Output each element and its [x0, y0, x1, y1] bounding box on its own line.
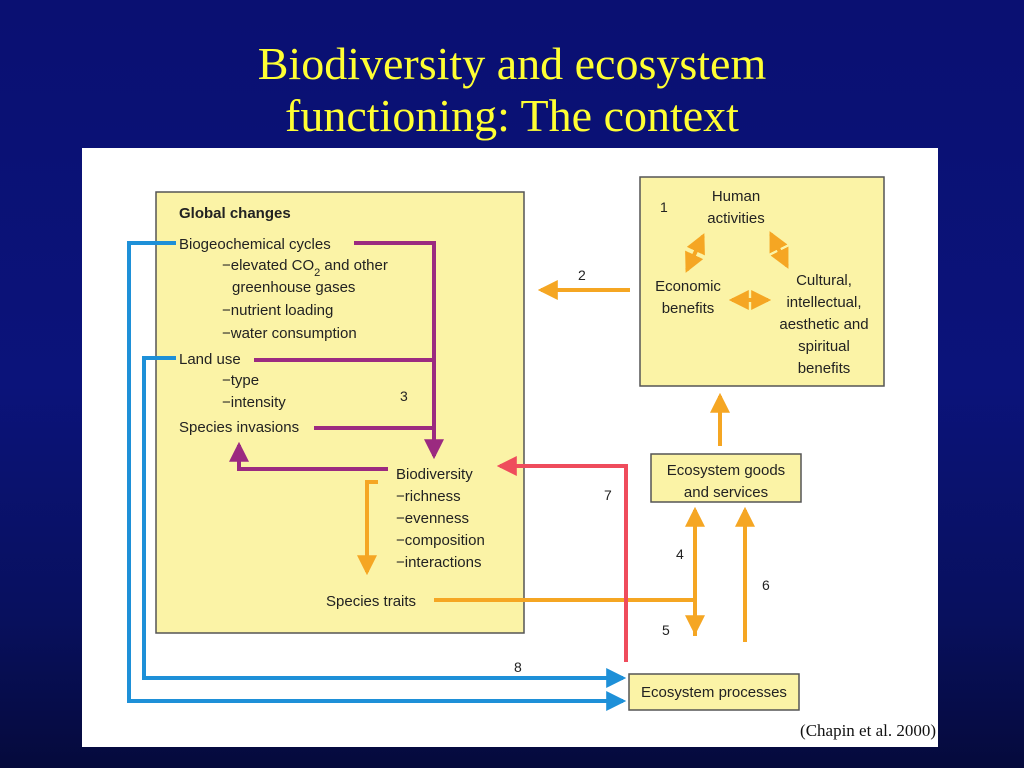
- pathway-number-6: 6: [762, 577, 770, 593]
- co2-prefix: −elevated CO: [222, 257, 314, 274]
- human-line-1: Human: [712, 188, 760, 205]
- economic-line-2: benefits: [662, 300, 715, 317]
- cultural-line-1: Cultural,: [796, 272, 852, 289]
- ecosystem-processes-box: [628, 673, 800, 711]
- elevated-co2-label: −elevated CO2 and other: [222, 257, 388, 279]
- cultural-line-3: aesthetic and: [779, 316, 868, 333]
- cultural-line-2: intellectual,: [786, 294, 861, 311]
- pathway-number-2: 2: [578, 267, 586, 283]
- global-changes-box: [155, 191, 525, 634]
- biogeochemical-cycles-label: Biogeochemical cycles: [179, 236, 331, 253]
- water-consumption-label: −water consumption: [222, 325, 357, 342]
- arrow-landuse-to-processes: [142, 356, 627, 688]
- title-line-2: functioning: The context: [285, 90, 739, 141]
- goods-line-2: and services: [684, 484, 768, 501]
- species-traits-label: Species traits: [326, 593, 416, 610]
- biodiversity-label: Biodiversity: [396, 466, 473, 483]
- goods-line-1: Ecosystem goods: [667, 462, 785, 479]
- cultural-line-5: benefits: [798, 360, 851, 377]
- evenness-label: −evenness: [396, 510, 469, 527]
- diagram-canvas: Global changes Biogeochemical cycles −el…: [127, 176, 885, 711]
- citation: (Chapin et al. 2000): [800, 721, 936, 740]
- composition-label: −composition: [396, 532, 485, 549]
- nutrient-loading-label: −nutrient loading: [222, 302, 333, 319]
- interactions-label: −interactions: [396, 554, 481, 571]
- arrow-biodiversity-to-traits: [357, 480, 378, 576]
- co2-subscript: 2: [314, 267, 320, 279]
- pathway-number-7: 7: [604, 487, 612, 503]
- intensity-label: −intensity: [222, 394, 286, 411]
- human-line-2: activities: [707, 210, 765, 227]
- land-use-label: Land use: [179, 351, 241, 368]
- ecosystem-processes-label: Ecosystem processes: [641, 684, 787, 701]
- figure-panel: Global changes Biogeochemical cycles −el…: [82, 148, 938, 747]
- global-changes-heading: Global changes: [179, 205, 291, 222]
- arrow-7-processes-to-biodiversity: [496, 456, 628, 662]
- species-invasions-label: Species invasions: [179, 419, 299, 436]
- title-line-1: Biodiversity and ecosystem: [257, 38, 767, 89]
- ecosystem-goods-box: [650, 453, 802, 503]
- arrow-human-cultural: [769, 231, 789, 269]
- richness-label: −richness: [396, 488, 461, 505]
- pathway-number-8: 8: [514, 659, 522, 675]
- pathway-number-4: 4: [676, 546, 684, 562]
- greenhouse-gases-label: greenhouse gases: [232, 279, 355, 296]
- human-activities-box: [639, 176, 885, 387]
- slide-title: Biodiversity and ecosystem functioning: …: [0, 38, 1024, 142]
- cultural-line-4: spiritual: [798, 338, 850, 355]
- arrow-human-economic: [685, 233, 705, 273]
- economic-line-1: Economic: [655, 278, 721, 295]
- arrow-biogeochemical-to-processes: [127, 241, 627, 711]
- co2-suffix: and other: [320, 257, 388, 274]
- pathway-number-5: 5: [662, 622, 670, 638]
- arrow-biodiversity-to-invasions: [229, 441, 388, 471]
- pathway-number-3: 3: [400, 388, 408, 404]
- type-label: −type: [222, 372, 259, 389]
- pathway-number-1: 1: [660, 199, 668, 215]
